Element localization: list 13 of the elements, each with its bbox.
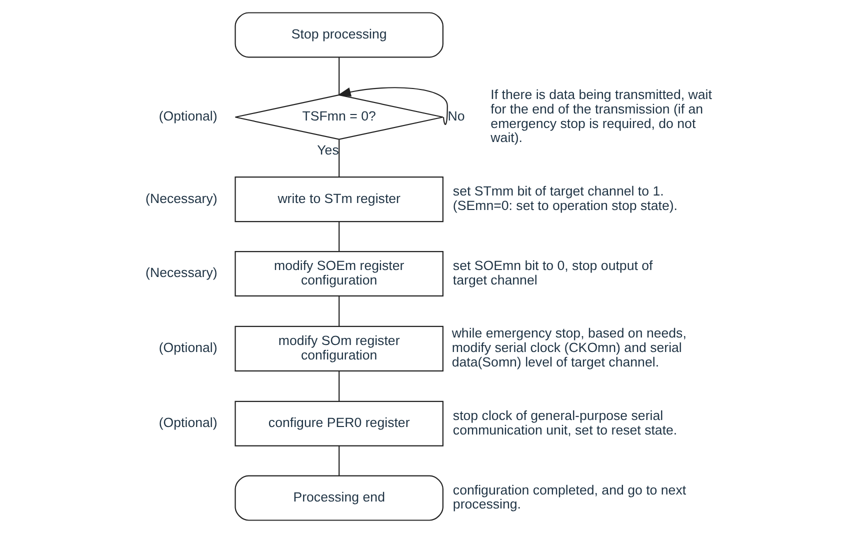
node-label: configuration completed, and go to next processing. bbox=[452, 482, 686, 512]
edge-label: No bbox=[447, 108, 464, 124]
node-label: stop clock of general-purpose serial communication unit, set to reset state. bbox=[452, 408, 677, 438]
node-label: (Optional) bbox=[158, 340, 217, 356]
node-label: (Optional) bbox=[158, 108, 217, 124]
node-label: set SOEmn bit to 0, stop output of target channel bbox=[452, 258, 652, 288]
node-label: (Necessary) bbox=[145, 190, 217, 206]
node-label: (Optional) bbox=[158, 415, 217, 430]
node-label: set STmm bit of target channel to 1. (SEmn=0: set to operation stop state). bbox=[452, 184, 678, 213]
node-label: while emergency stop, based on needs, modify serial clock (CKOmn) and serial data(Somn) level of target channel. bbox=[451, 326, 686, 370]
edge-label: Yes bbox=[316, 142, 338, 158]
node-label: (Necessary) bbox=[145, 265, 217, 280]
node-label: If there is data being transmitted, wait for the end of the transmission (if an emergency stop is required, do not wait). bbox=[490, 86, 712, 146]
